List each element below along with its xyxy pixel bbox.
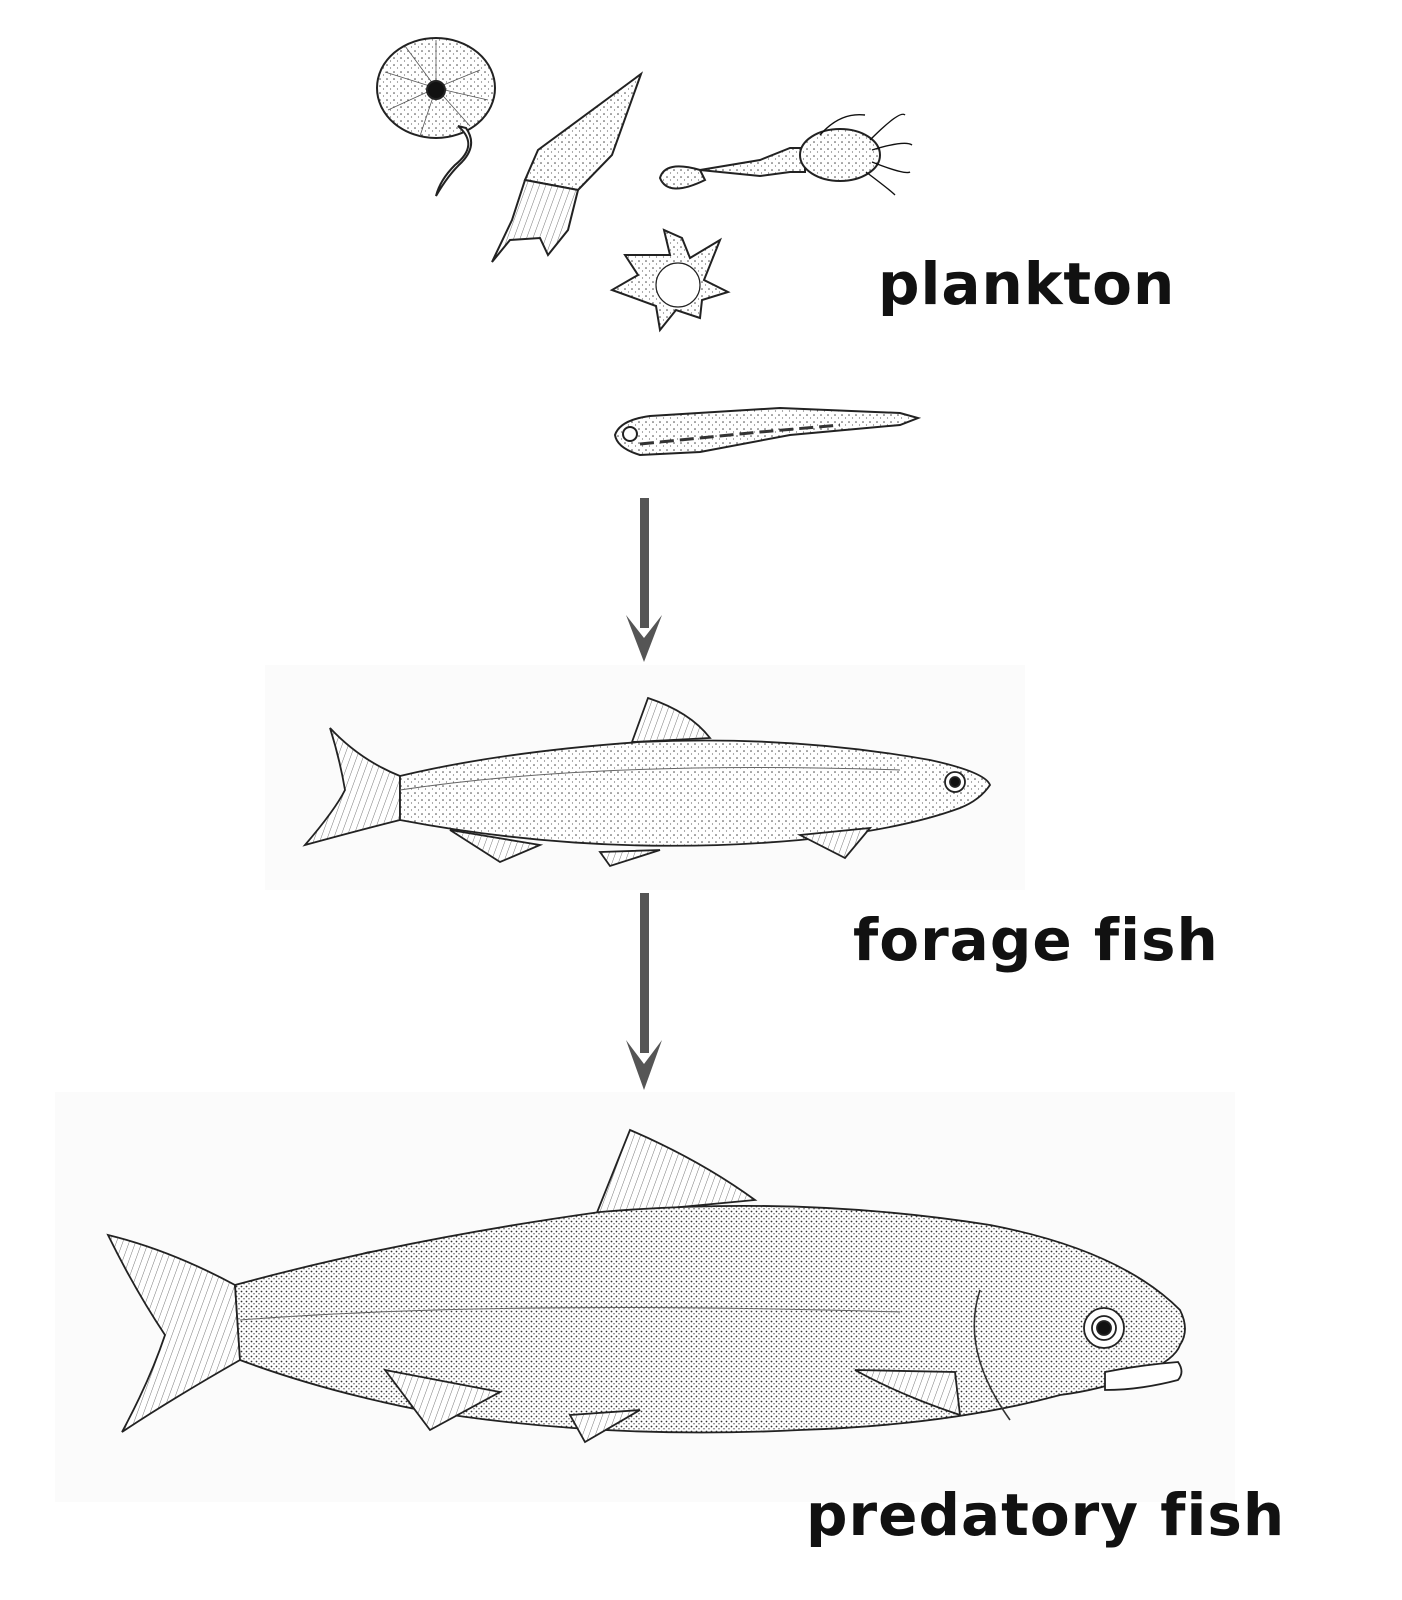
copepod-icon	[658, 113, 913, 196]
label-plankton: plankton	[878, 250, 1176, 318]
label-predatory-fish: predatory fish	[806, 1481, 1286, 1549]
jellyfish-larva-icon	[376, 37, 496, 197]
star-plankton-icon	[609, 228, 731, 333]
down-arrow-icon	[626, 893, 662, 1090]
label-forage-fish: forage fish	[853, 906, 1219, 974]
fish-larva-icon	[613, 406, 922, 457]
dinoflagellate-icon	[491, 71, 644, 263]
down-arrow-icon	[626, 498, 662, 662]
forage-fish-icon	[302, 696, 992, 868]
predatory-fish-icon	[106, 1128, 1186, 1444]
